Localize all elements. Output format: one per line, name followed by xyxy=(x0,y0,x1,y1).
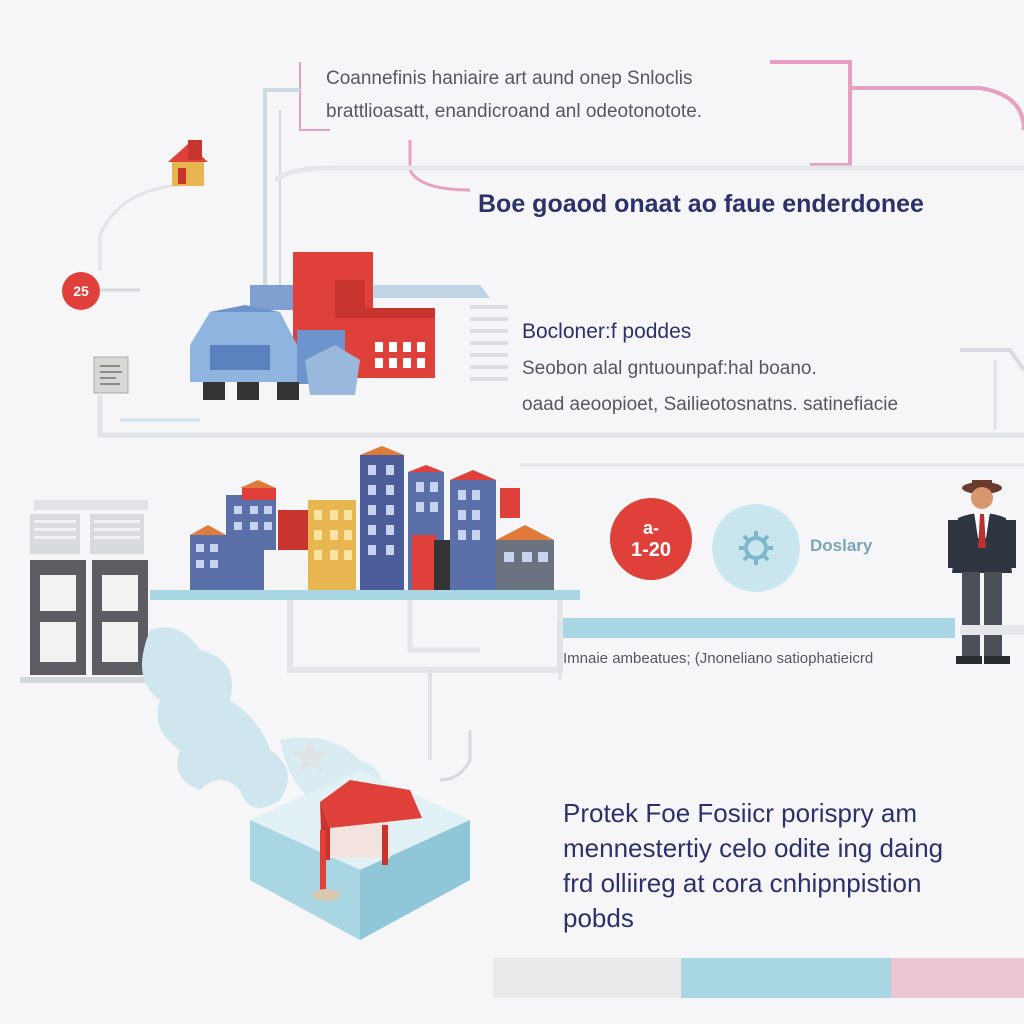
section-2-line2: oaad aeoopioet, Sailieotosnatns. satinef… xyxy=(522,394,899,415)
section-2-line1: Seobon alal gntuounpaf:hal boano. xyxy=(522,358,817,379)
badge-25: 25 xyxy=(62,272,100,310)
left-building xyxy=(30,500,148,675)
bottom-text-line1: Protek Foe Fosiicr porispry am xyxy=(563,798,917,828)
small-house-icon xyxy=(168,140,208,186)
section-2: Bocloner:f poddes Seobon alal gntuounpaf… xyxy=(522,320,1002,416)
headline: Boe goaod onaat ao faue enderdonee xyxy=(478,190,924,218)
top-note-line2: brattlioasatt, enandicroand anl odeotono… xyxy=(326,101,703,122)
badge-25-label: 25 xyxy=(73,283,89,299)
text-lines-decor xyxy=(470,305,508,381)
bottom-bar-segment-1 xyxy=(493,958,681,998)
bottom-color-bar xyxy=(493,958,1024,998)
caption-line: Imnaie ambeatues; (Jnoneliano satiophati… xyxy=(563,650,874,667)
bottom-text: Protek Foe Fosiicr porispry am mennester… xyxy=(563,796,943,936)
document-icon xyxy=(93,356,129,394)
bottom-bar-segment-2 xyxy=(681,958,891,998)
map-illustration xyxy=(142,627,470,940)
bottom-text-line4: pobds xyxy=(563,903,634,933)
badge-120: a- 1-20 xyxy=(610,498,692,580)
top-note-line1: Coannefinis haniaire art aund onep Snloc… xyxy=(326,68,693,89)
circle-label: Doslary xyxy=(810,536,873,555)
gear-circle xyxy=(712,504,800,592)
gray-bar xyxy=(960,625,1024,635)
bottom-text-line2: mennestertiy celo odite ing daing xyxy=(563,833,944,863)
section-2-title: Bocloner:f poddes xyxy=(522,320,692,343)
city-skyline xyxy=(150,446,580,600)
factory-illustration xyxy=(190,252,490,400)
person-icon xyxy=(948,480,1016,664)
top-note: Coannefinis haniaire art aund onep Snloc… xyxy=(326,62,746,128)
bottom-text-line3: frd olliireg at cora cnhipnpistion xyxy=(563,868,922,898)
blue-bar xyxy=(563,618,955,638)
badge-120-top: a- xyxy=(642,518,659,538)
badge-120-bottom: 1-20 xyxy=(630,539,672,561)
gear-icon xyxy=(739,531,773,565)
bottom-bar-segment-3 xyxy=(891,958,1024,998)
